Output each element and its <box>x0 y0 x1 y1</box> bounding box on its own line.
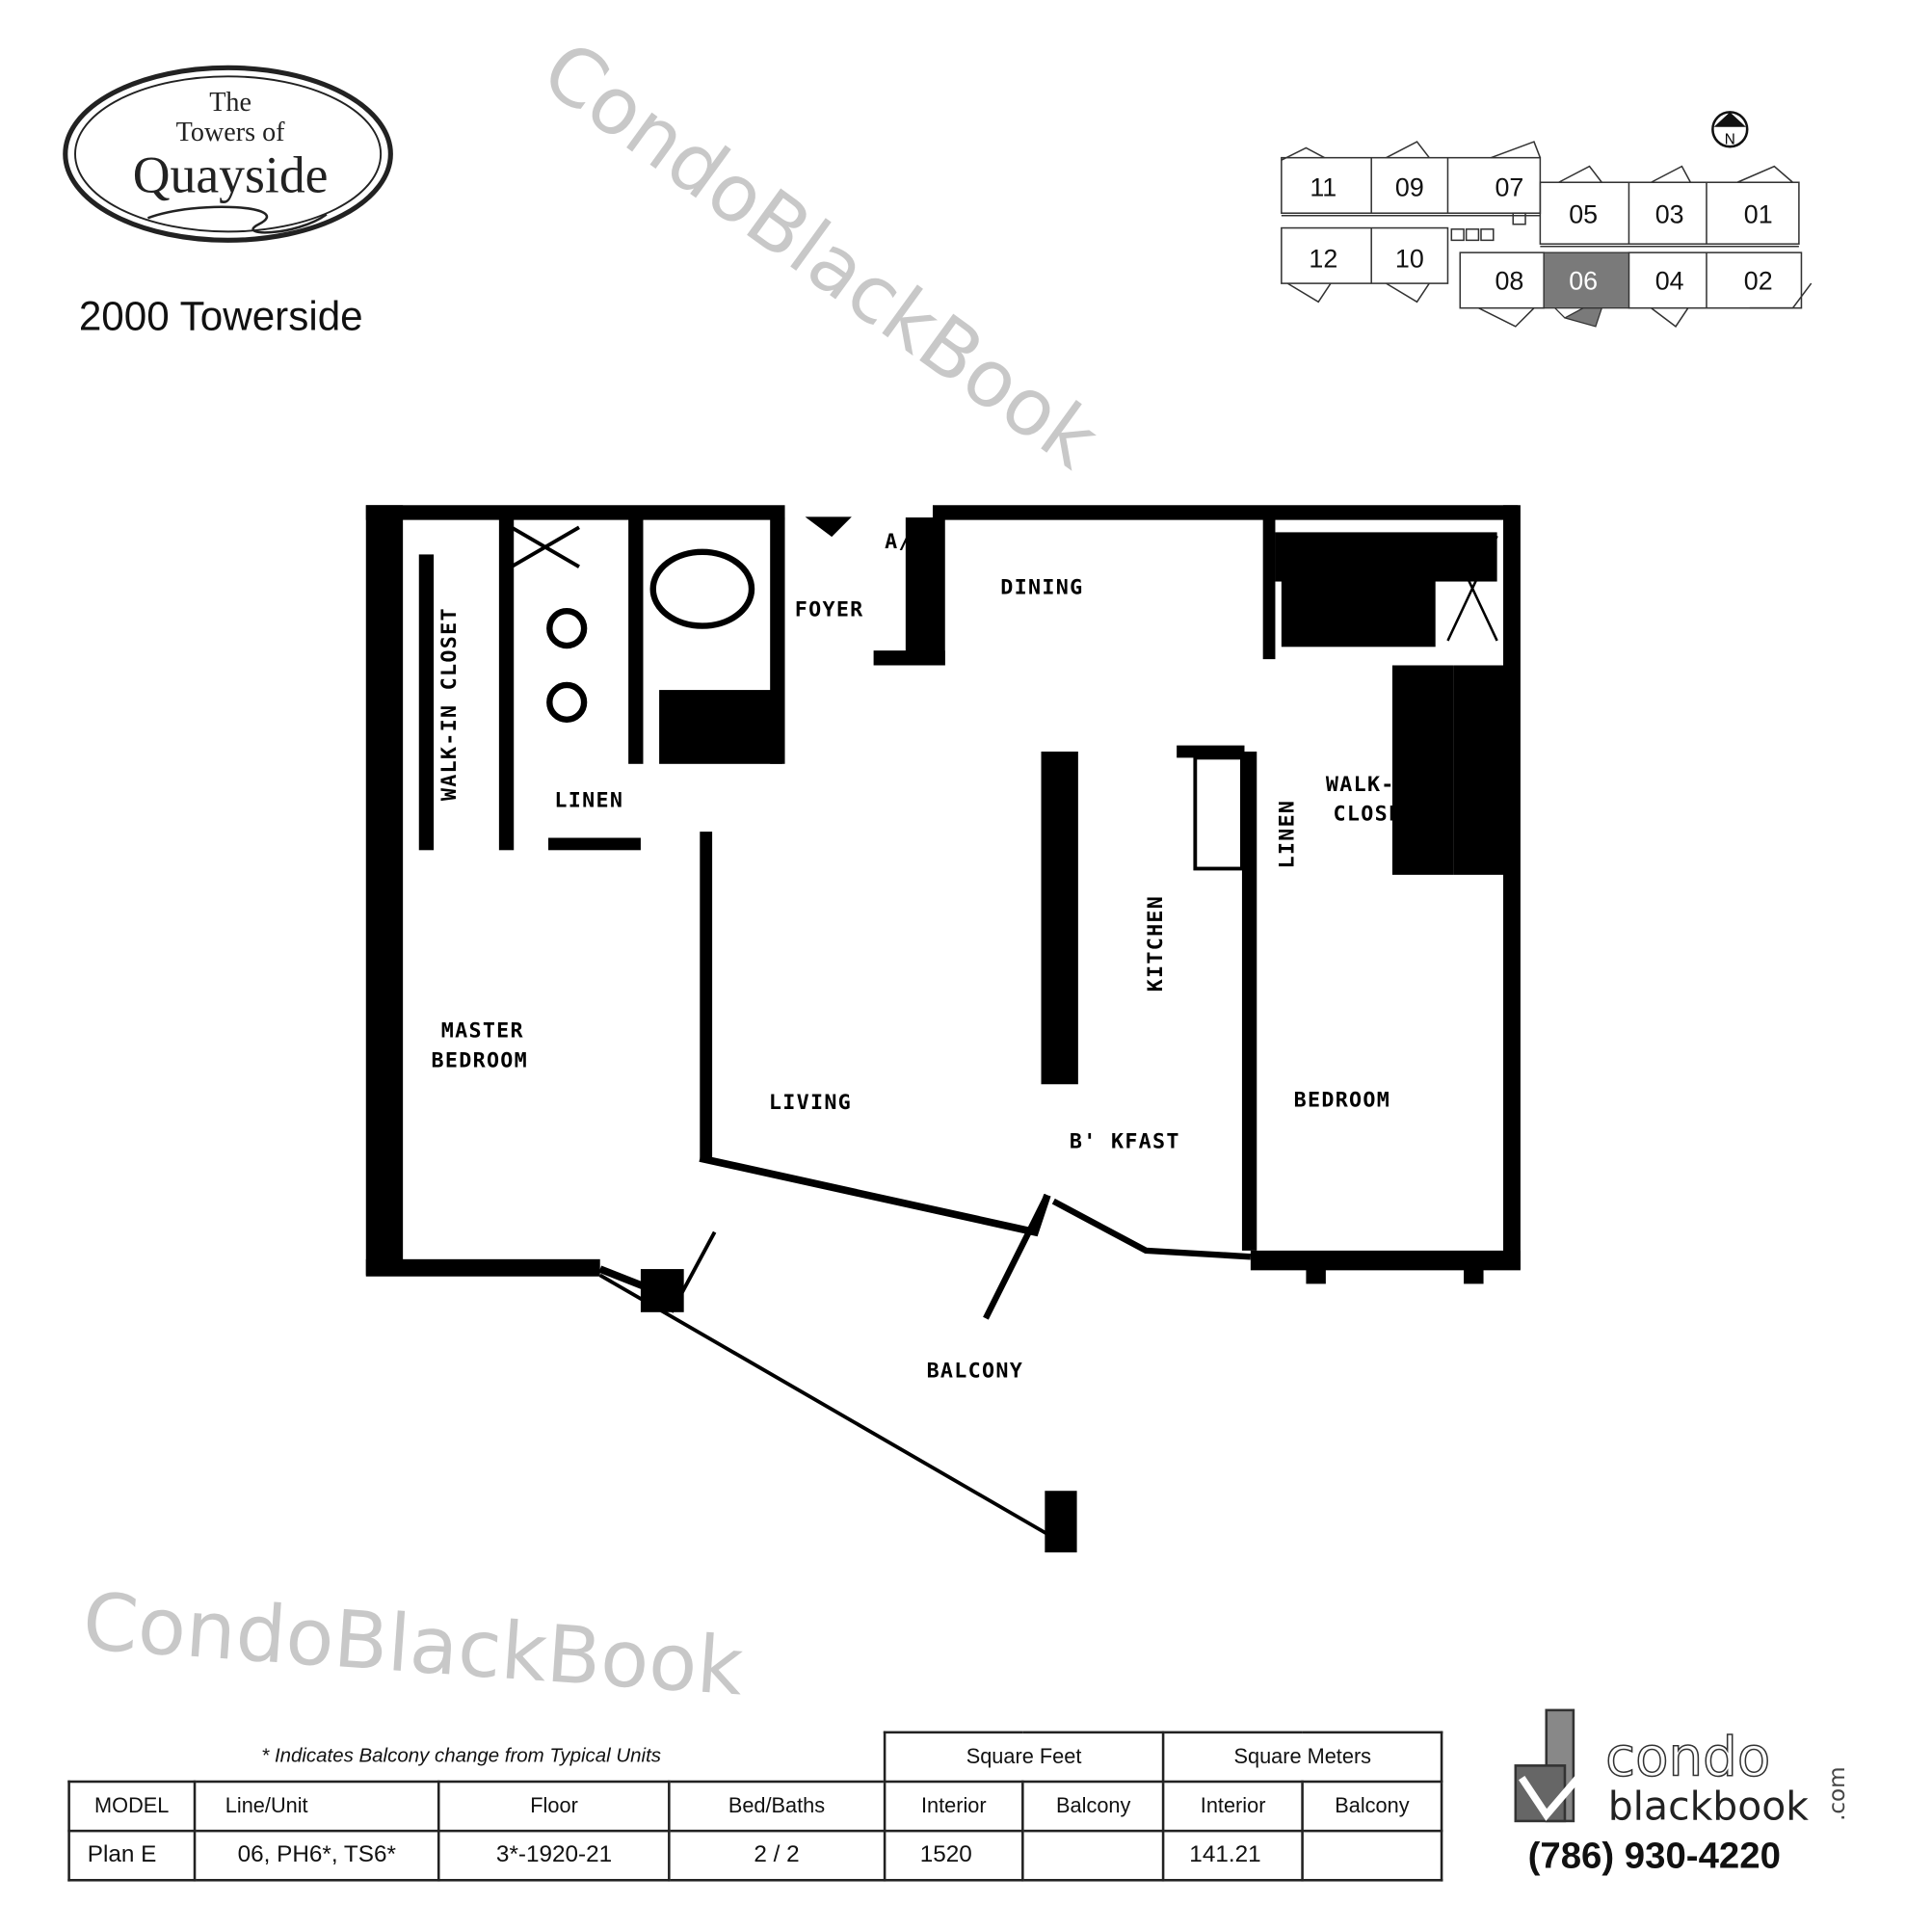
condoblackbook-logo: condo blackbook .com <box>1509 1704 1854 1832</box>
unit-08: 08 <box>1495 266 1523 295</box>
header-sqft-balcony: Balcony <box>1021 1780 1165 1833</box>
unit-spec-table: * Indicates Balcony change from Typical … <box>67 1731 1443 1882</box>
unit-12: 12 <box>1309 244 1337 273</box>
logo-line3: Quayside <box>133 145 329 203</box>
watermark: CondoBlackBook <box>79 1576 747 1714</box>
unit-10: 10 <box>1395 244 1424 273</box>
group-header-square-meters: Square Meters <box>1162 1731 1443 1784</box>
group-header-square-feet: Square Feet <box>883 1731 1165 1784</box>
brand-line1: condo <box>1605 1727 1770 1789</box>
unit-02: 02 <box>1744 266 1773 295</box>
logo-line2: Towers of <box>176 118 285 147</box>
unit-03: 03 <box>1655 199 1684 228</box>
label-dining: DINING <box>1000 575 1083 599</box>
label-bedroom: BEDROOM <box>1294 1088 1390 1112</box>
cell-sqm-balcony <box>1301 1829 1443 1882</box>
label-foyer: FOYER <box>795 597 864 621</box>
cell-line-unit: 06, PH6*, TS6* <box>193 1829 441 1882</box>
label-walk-in-1: WALK-IN <box>1326 773 1422 797</box>
phone-number[interactable]: (786) 930-4220 <box>1527 1836 1781 1877</box>
label-master-2: BEDROOM <box>432 1048 528 1072</box>
unit-07: 07 <box>1495 172 1523 201</box>
unit-01: 01 <box>1744 199 1773 228</box>
cell-sqft-balcony <box>1021 1829 1165 1882</box>
header-sqft-interior: Interior <box>883 1780 1025 1833</box>
balcony-note: * Indicates Balcony change from Typical … <box>261 1745 661 1767</box>
header-sqm-balcony: Balcony <box>1301 1780 1443 1833</box>
floor-plan-drawing: WALK-IN CLOSET LINEN FOYER A/C DINING MA… <box>365 505 1521 1553</box>
label-linen-master: LINEN <box>554 789 623 813</box>
label-kitchen: KITCHEN <box>1144 895 1168 991</box>
brand-suffix: .com <box>1825 1766 1850 1820</box>
label-linen-bedroom: LINEN <box>1276 800 1300 869</box>
header-bed-baths: Bed/Baths <box>668 1780 886 1833</box>
label-ac: A/C <box>885 530 926 554</box>
label-living: LIVING <box>769 1091 852 1115</box>
unit-11: 11 <box>1310 172 1337 201</box>
label-walk-in-closet-master: WALK-IN CLOSET <box>437 607 462 801</box>
header-model: MODEL <box>67 1780 197 1833</box>
header-floor: Floor <box>437 1780 671 1833</box>
north-label: N <box>1725 132 1735 148</box>
unit-09: 09 <box>1395 172 1424 201</box>
cell-sqft-interior: 1520 <box>883 1829 1025 1882</box>
cell-model: Plan E <box>67 1829 197 1882</box>
quayside-logo: The Towers of Quayside <box>62 64 394 244</box>
unit-04: 04 <box>1655 266 1684 295</box>
label-balcony: BALCONY <box>927 1360 1023 1384</box>
brand-line2: blackbook <box>1608 1784 1810 1830</box>
building-name: 2000 Towerside <box>78 293 363 339</box>
cell-floor: 3*-1920-21 <box>437 1829 671 1882</box>
unit-06-highlighted: 06 <box>1569 266 1598 295</box>
header-line-unit: Line/Unit <box>193 1780 441 1833</box>
logo-line1: The <box>209 88 251 118</box>
label-master-1: MASTER <box>441 1019 524 1044</box>
table-row: Plan E 06, PH6*, TS6* 3*-1920-21 2 / 2 1… <box>67 1829 1443 1882</box>
label-breakfast: B' KFAST <box>1070 1130 1180 1154</box>
label-walk-in-2: CLOSET <box>1334 803 1416 827</box>
unit-05: 05 <box>1569 199 1598 228</box>
cell-sqm-interior: 141.21 <box>1162 1829 1305 1882</box>
cell-bed-baths: 2 / 2 <box>668 1829 886 1882</box>
header-sqm-interior: Interior <box>1162 1780 1305 1833</box>
key-plan: N 11 09 07 05 03 01 12 10 08 06 04 02 <box>1269 105 1836 339</box>
